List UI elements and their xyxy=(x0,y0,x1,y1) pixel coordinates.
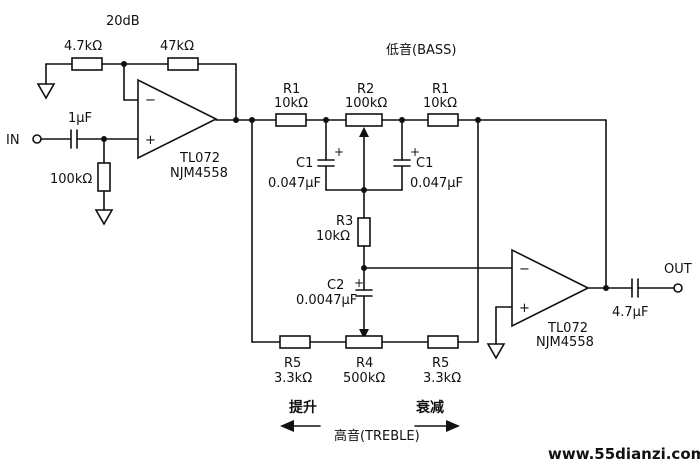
r-feedback-value: 47kΩ xyxy=(160,39,194,54)
c1-right-value: 0.047μF xyxy=(410,176,463,191)
c-out-value: 4.7μF xyxy=(612,305,648,320)
bass-title: 低音(BASS) xyxy=(386,42,456,58)
opamp1-model: TL072 xyxy=(179,151,220,166)
svg-text:−: − xyxy=(519,262,530,277)
r4-name: R4 xyxy=(356,356,373,371)
r5-right xyxy=(427,335,459,349)
opamp-2 xyxy=(511,248,590,328)
svg-text:+: + xyxy=(145,133,156,148)
input-capacitor xyxy=(70,129,78,149)
r1-left-name: R1 xyxy=(283,82,300,97)
opamp2-alt: NJM4558 xyxy=(536,335,594,350)
gain-label: 20dB xyxy=(106,14,140,29)
feedback-resistor xyxy=(167,57,199,71)
r3-value: 10kΩ xyxy=(316,229,350,244)
svg-text:+: + xyxy=(334,145,344,159)
r4-value: 500kΩ xyxy=(343,371,385,386)
boost-label: 提升 xyxy=(289,399,317,416)
output-capacitor xyxy=(631,278,639,298)
input-stage: − + 20dB IN 4.7kΩ 47kΩ 1μF 100kΩ TL072 N… xyxy=(6,14,291,226)
opamp-1 xyxy=(137,78,218,160)
r1-left-value: 10kΩ xyxy=(274,96,308,111)
r5-left-value: 3.3kΩ xyxy=(274,371,312,386)
output-label: OUT xyxy=(664,262,692,277)
treble-network: R5 3.3kΩ R4 500kΩ R5 3.3kΩ 提升 衰减 高音(TREB… xyxy=(251,119,479,444)
r-in-gnd-value: 4.7kΩ xyxy=(64,39,102,54)
ground-symbol xyxy=(486,343,506,360)
svg-text:−: − xyxy=(145,93,156,108)
output-terminal xyxy=(673,283,683,293)
output-stage: − + OUT 4.7μF TL072 NJM4558 xyxy=(363,119,692,360)
boost-arrow xyxy=(280,420,321,432)
cut-arrow xyxy=(414,420,460,432)
bass-network: + + + 低音(BASS) R1 10kΩ R2 100kΩ R1 10kΩ … xyxy=(268,42,607,339)
ground-symbol xyxy=(94,209,114,226)
svg-text:+: + xyxy=(354,276,364,290)
treble-title: 高音(TREBLE) xyxy=(334,428,420,444)
r2-value: 100kΩ xyxy=(345,96,387,111)
r1-right-value: 10kΩ xyxy=(423,96,457,111)
r5-left-name: R5 xyxy=(284,356,301,371)
r2-name: R2 xyxy=(357,82,374,97)
r1-right xyxy=(427,113,459,127)
r4-treble-pot xyxy=(345,335,383,349)
r2-bass-pot xyxy=(345,113,383,127)
svg-text:+: + xyxy=(519,301,530,316)
r5-right-value: 3.3kΩ xyxy=(423,371,461,386)
bias-resistor xyxy=(97,162,111,192)
watermark: www.55dianzi.com xyxy=(548,445,700,463)
c1-left-value: 0.047μF xyxy=(268,176,321,191)
c2-name: C2 xyxy=(327,278,344,293)
r3 xyxy=(357,217,371,247)
r-bias-value: 100kΩ xyxy=(50,172,92,187)
r3-name: R3 xyxy=(336,214,353,229)
r1-right-name: R1 xyxy=(432,82,449,97)
r5-left xyxy=(279,335,311,349)
r1-left xyxy=(275,113,307,127)
ground-symbol xyxy=(36,83,56,100)
r5-right-name: R5 xyxy=(432,356,449,371)
input-ground-resistor xyxy=(71,57,103,71)
cut-label: 衰减 xyxy=(415,399,444,416)
c-in-value: 1μF xyxy=(68,111,92,126)
opamp2-model: TL072 xyxy=(547,321,588,336)
input-label: IN xyxy=(6,133,20,148)
opamp1-alt: NJM4558 xyxy=(170,166,228,181)
svg-text:+: + xyxy=(410,145,420,159)
input-terminal xyxy=(32,134,42,144)
c1-left-name: C1 xyxy=(296,156,313,171)
c2-value: 0.0047μF xyxy=(296,293,357,308)
c1-right-name: C1 xyxy=(416,156,433,171)
